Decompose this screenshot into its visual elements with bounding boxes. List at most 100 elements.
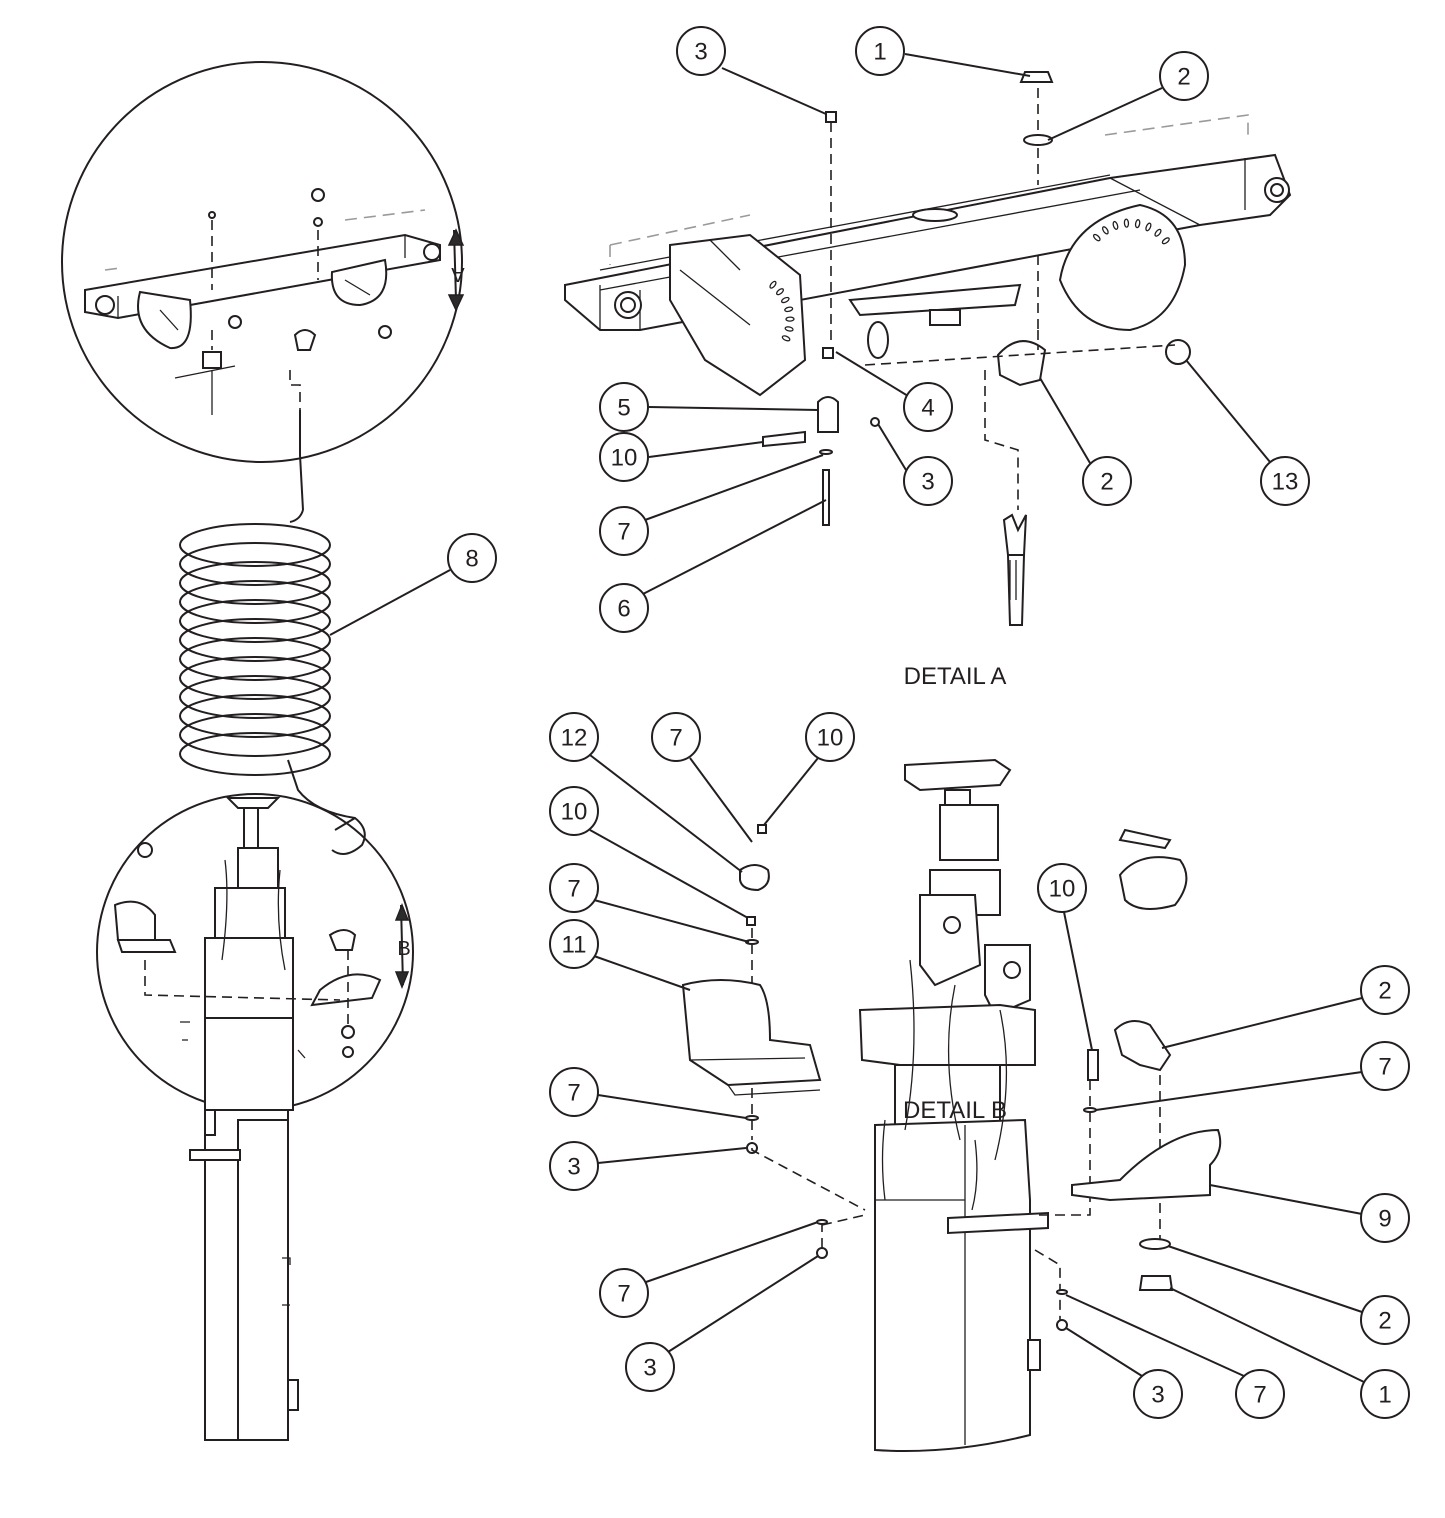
callout-number: 11: [562, 932, 587, 959]
callout-bubble: [549, 1067, 599, 1117]
callout-b-12: 12: [549, 712, 743, 873]
callout-bubble: [599, 382, 649, 432]
callout-a-1: 1: [855, 26, 1031, 77]
leader-line: [1185, 359, 1271, 463]
leader-line: [1095, 1071, 1363, 1111]
callout-bubble: [805, 712, 855, 762]
leader-line: [645, 1221, 819, 1283]
callout-bubble: [855, 26, 905, 76]
callout-b-7: 7: [1095, 1041, 1410, 1111]
leader-line: [593, 899, 750, 943]
callout-bubble: [1360, 965, 1410, 1015]
callout-b-10: 10: [549, 786, 749, 919]
callout-b-10: 10: [1037, 863, 1093, 1051]
callout-number: 10: [817, 725, 844, 752]
callout-a-7: 7: [599, 454, 824, 556]
callout-number: 10: [611, 445, 638, 472]
callout-number: 7: [567, 876, 580, 903]
callout-number: 3: [1151, 1382, 1164, 1409]
callout-bubble: [1082, 456, 1132, 506]
detail-b-marker: B: [397, 938, 410, 960]
leader-line: [835, 351, 909, 397]
callout-bubble: [1360, 1193, 1410, 1243]
leader-line: [763, 757, 819, 826]
callout-number: 13: [1272, 469, 1299, 496]
callout-a-2: 2: [1039, 377, 1132, 506]
leader-line: [589, 754, 743, 873]
callout-bubble: [1037, 863, 1087, 913]
detail-b-view-circle: B: [96, 793, 414, 1111]
callout-bubble: [1360, 1369, 1410, 1419]
callout-bubble: [1159, 51, 1209, 101]
callout-a-3: 3: [877, 423, 953, 506]
callout-number: 1: [1378, 1382, 1391, 1409]
leader-line: [667, 1255, 819, 1353]
detail-a-marker: A: [451, 263, 465, 285]
leader-line: [329, 569, 451, 636]
leader-line: [1065, 1327, 1143, 1377]
callout-number: 8: [465, 546, 478, 573]
callout-bubble: [599, 583, 649, 633]
callout-bubble: [1260, 456, 1310, 506]
leader-line: [1065, 1294, 1245, 1377]
detail-a-title: DETAIL A: [904, 663, 1007, 690]
leader-line: [1047, 87, 1163, 141]
callout-b-1: 1: [1169, 1287, 1410, 1419]
leader-line: [904, 53, 1031, 77]
callout-number: 5: [617, 395, 630, 422]
detail-a-view-circle: A: [61, 61, 465, 511]
callout-number: 7: [1253, 1382, 1266, 1409]
leader-line: [597, 1147, 747, 1164]
callout-bubble: [549, 712, 599, 762]
leader-line: [1039, 377, 1091, 464]
callout-bubble: [625, 1342, 675, 1392]
callout-number: 2: [1378, 978, 1391, 1005]
overview-assembly: A: [61, 61, 465, 1441]
callout-number: 9: [1378, 1206, 1391, 1233]
callout-b-7: 7: [549, 1067, 747, 1119]
callout-number: 7: [1378, 1054, 1391, 1081]
callout-number: 3: [921, 469, 934, 496]
leader-line: [1169, 1287, 1365, 1383]
callout-b-3: 3: [1065, 1327, 1183, 1419]
callout-a-2: 2: [1047, 51, 1209, 141]
callout-number: 7: [669, 725, 682, 752]
callout-bubble: [599, 432, 649, 482]
callout-bubble: [1235, 1369, 1285, 1419]
callout-b-7: 7: [651, 712, 753, 843]
leader-line: [589, 829, 749, 919]
callout-bubble: [903, 382, 953, 432]
callout-bubble: [549, 919, 599, 969]
callout-a-13: 13: [1185, 359, 1310, 506]
callout-b-3: 3: [625, 1255, 819, 1392]
callout-a-10: 10: [599, 432, 764, 482]
callout-bubble: [599, 1268, 649, 1318]
callout-number: 6: [617, 596, 630, 623]
callout-bubble: [599, 506, 649, 556]
callout-a-3: 3: [676, 26, 827, 115]
callout-number: 7: [617, 519, 630, 546]
callout-b-10: 10: [763, 712, 855, 826]
callout-bubble: [1360, 1295, 1410, 1345]
leader-line: [597, 1094, 747, 1119]
leader-line: [877, 423, 907, 471]
callout-number: 2: [1177, 64, 1190, 91]
callout-bubble: [651, 712, 701, 762]
callout-number: 2: [1100, 469, 1113, 496]
callout-bubble: [1360, 1041, 1410, 1091]
callout-b-3: 3: [549, 1141, 747, 1191]
callout-number: 3: [694, 39, 707, 66]
callout-number: 10: [1049, 876, 1076, 903]
coiled-cable: [179, 509, 366, 855]
callout-bubble: [549, 786, 599, 836]
callout-bubble: [676, 26, 726, 76]
callout-number: 1: [873, 39, 886, 66]
callout-bubble: [1133, 1369, 1183, 1419]
callout-number: 10: [561, 799, 588, 826]
callout-number: 12: [561, 725, 588, 752]
leader-line: [642, 499, 827, 595]
callout-bubble: [549, 863, 599, 913]
callout-bubble: [549, 1141, 599, 1191]
leader-line: [1063, 911, 1093, 1051]
